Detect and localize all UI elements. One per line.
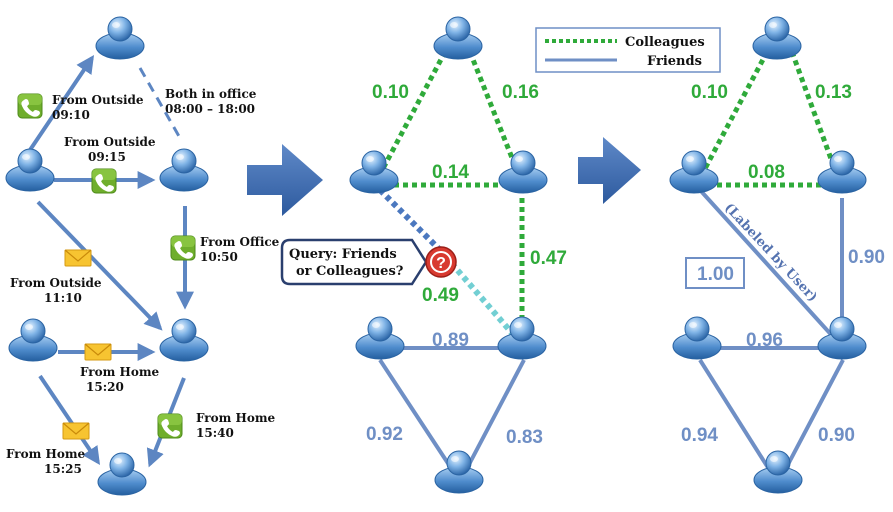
person-icon xyxy=(672,316,722,360)
panel-3-edges xyxy=(697,50,845,476)
person-icon xyxy=(5,148,55,192)
person-icon xyxy=(97,452,147,496)
weight-label: 0.92 xyxy=(366,424,403,445)
colleague-edge xyxy=(375,50,448,180)
friend-edge xyxy=(698,358,774,476)
call-time: 09:15 xyxy=(88,150,126,164)
query-callout: Query: Friends or Colleagues? xyxy=(280,238,428,286)
person-icon xyxy=(817,316,867,360)
labeled-by-user-text: (Labeled by User) xyxy=(721,200,820,305)
call-label: From Office xyxy=(200,235,280,249)
person-icon xyxy=(498,150,548,194)
call-time: 15:40 xyxy=(196,426,234,440)
weight-label: 0.10 xyxy=(691,82,728,103)
legend: Colleagues Friends xyxy=(535,27,721,73)
office-hours: 08:00 – 18:00 xyxy=(165,102,255,116)
colleague-edge xyxy=(467,51,523,179)
weight-label: 0.14 xyxy=(432,162,469,183)
friend-edge xyxy=(462,359,526,475)
weight-label: 0.49 xyxy=(422,285,459,306)
friend-edge xyxy=(781,359,845,475)
person-icon xyxy=(752,16,802,60)
panel-1-communication: From Outside 09:10 Both in office 08:00 … xyxy=(5,16,280,496)
weight-label: 0.83 xyxy=(506,427,543,448)
mail-time: 15:25 xyxy=(44,462,82,476)
phone-icon xyxy=(170,235,196,261)
edge-p1-left-lowright xyxy=(36,200,163,331)
edge-p1-left-top xyxy=(28,55,95,152)
transition-arrow-2 xyxy=(578,137,641,204)
mail-time: 15:20 xyxy=(86,380,124,394)
person-icon xyxy=(355,316,405,360)
person-icon xyxy=(817,150,867,194)
panel-3-user-labeled: 0.10 0.13 0.08 0.90 1.00 (Labeled by Use… xyxy=(669,16,885,494)
weight-label: 0.47 xyxy=(530,248,567,269)
person-icon xyxy=(159,318,209,362)
mail-icon xyxy=(62,422,90,440)
weight-label: 0.08 xyxy=(748,162,785,183)
mail-label: From Outside xyxy=(10,276,102,290)
svg-text:?: ? xyxy=(436,255,446,272)
call-label: From Outside xyxy=(52,93,144,107)
phone-icon xyxy=(157,413,183,439)
weight-label: 0.90 xyxy=(848,247,885,268)
question-mark-icon: ? xyxy=(425,246,457,278)
weight-label: 0.10 xyxy=(372,82,409,103)
panel-1-edges xyxy=(28,55,194,468)
query-text-line1: Query: Friends xyxy=(289,247,397,262)
legend-friends-label: Friends xyxy=(647,54,702,69)
person-icon xyxy=(159,148,209,192)
weight-label: 0.13 xyxy=(815,82,852,103)
mail-time: 11:10 xyxy=(44,291,82,305)
weight-label: 0.16 xyxy=(502,82,539,103)
mail-label: From Home xyxy=(80,365,160,379)
person-icon xyxy=(8,318,58,362)
panel-2-inferred-weights: 0.10 0.16 0.14 0.47 0.49 0.89 0.92 0.83 … xyxy=(280,16,567,494)
weight-label: 0.89 xyxy=(432,330,469,351)
transition-arrow-1 xyxy=(247,144,323,216)
edge-p1-top-right xyxy=(138,67,182,139)
weight-label: 0.96 xyxy=(746,330,783,351)
phone-icon xyxy=(17,93,43,119)
phone-icon xyxy=(91,168,117,194)
user-label-box xyxy=(685,257,745,289)
weight-label: 0.90 xyxy=(818,425,855,446)
call-label: From Home xyxy=(196,411,276,425)
mail-label: From Home xyxy=(6,447,86,461)
person-icon xyxy=(95,16,145,60)
weight-label: 1.00 xyxy=(697,264,734,285)
person-icon xyxy=(433,16,483,60)
mail-icon xyxy=(64,249,92,267)
call-time: 09:10 xyxy=(52,108,90,122)
mail-icon xyxy=(84,343,112,361)
colleague-edge xyxy=(789,51,841,179)
call-label: From Outside xyxy=(64,135,156,149)
query-text-line2: or Colleagues? xyxy=(296,264,404,279)
office-label: Both in office xyxy=(165,87,257,101)
friend-edge xyxy=(698,188,838,342)
edge-p1-lowleft-bottom xyxy=(38,374,101,465)
legend-colleagues-label: Colleagues xyxy=(625,35,705,50)
friend-edge xyxy=(378,358,457,476)
weight-label: 0.94 xyxy=(681,425,718,446)
colleague-edge xyxy=(697,50,770,180)
call-time: 10:50 xyxy=(200,250,238,264)
person-icon xyxy=(497,316,547,360)
